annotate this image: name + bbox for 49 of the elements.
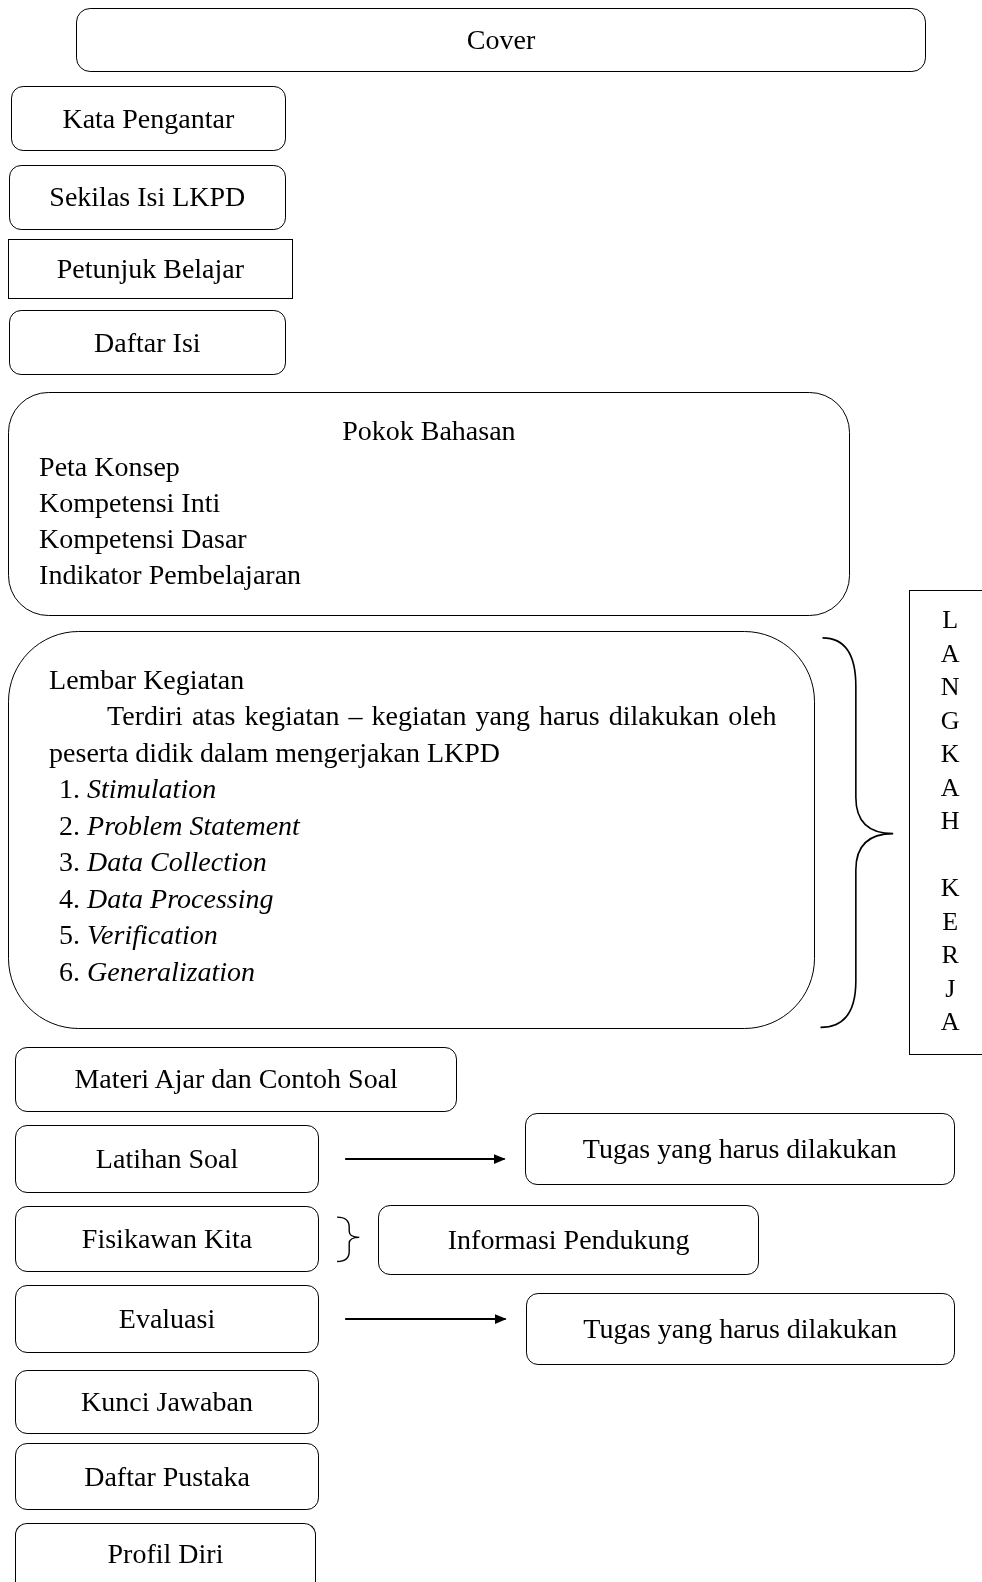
description-text: Terdiri atas kegiatan – kegiatan yang harus dilakukan oleh peserta didik dalam mengerjakan LKPD bbox=[49, 699, 777, 770]
arrow bbox=[344, 1154, 506, 1165]
step-item: 4. Data Processing bbox=[59, 881, 274, 916]
section-box bbox=[15, 1046, 458, 1113]
section-title: Daftar Isi bbox=[94, 326, 201, 359]
section-title: Materi Ajar dan Contoh Soal bbox=[74, 1063, 398, 1096]
section-box bbox=[9, 309, 286, 376]
section-title: Fisikawan Kita bbox=[81, 1222, 253, 1255]
topic-item: Indikator Pembelajaran bbox=[39, 557, 302, 592]
section-box bbox=[15, 1522, 316, 1582]
section-box bbox=[15, 1125, 319, 1193]
section-box bbox=[15, 1206, 319, 1272]
section-box bbox=[9, 164, 286, 231]
section-title: Latihan Soal bbox=[95, 1143, 239, 1176]
section-title: Profil Diri bbox=[107, 1537, 224, 1570]
step-item: 5. Verification bbox=[59, 918, 218, 953]
section-title: Tugas yang harus dilakukan bbox=[583, 1312, 898, 1345]
section-title: Daftar Pustaka bbox=[84, 1460, 250, 1493]
section-box bbox=[524, 1113, 955, 1185]
section-title: Evaluasi bbox=[118, 1303, 216, 1336]
section-box bbox=[525, 1292, 955, 1365]
section-box bbox=[15, 1369, 319, 1435]
topic-item: Kompetensi Inti bbox=[39, 485, 221, 520]
step-item: 6. Generalization bbox=[59, 954, 256, 989]
section-title: Kata Pengantar bbox=[62, 102, 235, 135]
topic-box bbox=[8, 391, 850, 616]
topic-item: Peta Konsep bbox=[39, 449, 180, 484]
section-title: Tugas yang harus dilakukan bbox=[582, 1133, 897, 1165]
step-item: 2. Problem Statement bbox=[59, 808, 300, 843]
vertical-label: LANGKAH KERJA bbox=[940, 604, 960, 1039]
section-box bbox=[15, 1284, 319, 1354]
vertical-label-box bbox=[909, 590, 982, 1055]
section-box bbox=[15, 1443, 319, 1510]
section-title: Informasi Pendukung bbox=[447, 1223, 690, 1256]
section-box bbox=[11, 85, 286, 152]
section-title: Lembar Kegiatan bbox=[49, 662, 245, 697]
arrow bbox=[344, 1314, 507, 1325]
section-box bbox=[75, 8, 927, 72]
section-box bbox=[8, 239, 293, 299]
section-title: Kunci Jawaban bbox=[81, 1385, 253, 1418]
activity-box bbox=[8, 630, 816, 1030]
section-title: Pokok Bahasan bbox=[342, 413, 516, 448]
topic-item: Kompetensi Dasar bbox=[39, 521, 247, 556]
section-title: Cover bbox=[466, 23, 536, 56]
section-title: Sekilas Isi LKPD bbox=[49, 181, 246, 214]
section-box bbox=[378, 1205, 759, 1275]
step-item: 3. Data Collection bbox=[59, 845, 267, 880]
section-title: Petunjuk Belajar bbox=[56, 252, 245, 285]
step-item: 1. Stimulation bbox=[59, 772, 217, 807]
